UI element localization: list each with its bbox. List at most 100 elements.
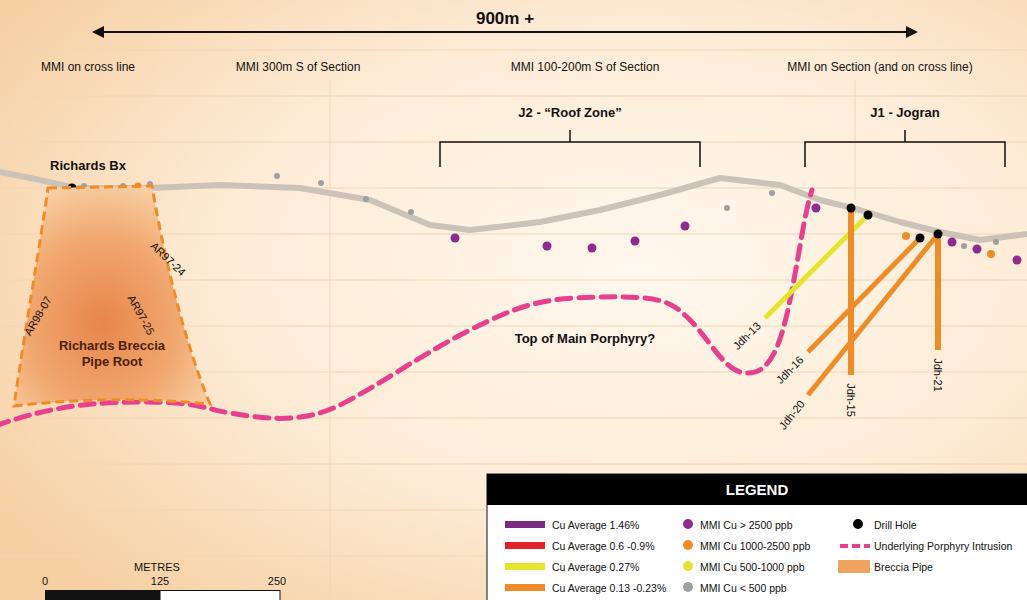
scale-bar: [160, 591, 280, 600]
legend-entry: MMI Cu > 2500 ppb: [0, 517, 1027, 533]
legend-text: MMI Cu > 2500 ppb: [700, 518, 793, 532]
drill-collar: [916, 234, 925, 243]
grid-line: [0, 418, 1027, 419]
mmi-dot: [681, 222, 690, 231]
column-heading: MMI 100-200m S of Section: [511, 61, 660, 75]
legend-swatch: [683, 561, 693, 571]
scale-arrow: [92, 26, 104, 38]
legend-text: Drill Hole: [874, 518, 917, 532]
legend-entry: Cu Average 0.27%: [0, 559, 1027, 575]
legend-line-sample: [838, 539, 872, 553]
legend-text: Breccia Pipe: [874, 560, 933, 574]
mmi-dot: [81, 173, 1022, 265]
zone-label: J2 - “Roof Zone”: [518, 106, 621, 121]
legend-text: Underlying Porphyry Intrusion: [874, 539, 1012, 553]
mmi-dot: [631, 237, 640, 246]
scale-bar: [45, 590, 160, 600]
mmi-dot: [987, 250, 995, 258]
scale-arrow: [906, 26, 918, 38]
legend-entry: Cu Average 0.13 -0.23%: [0, 580, 1027, 596]
mmi-dot: [318, 180, 324, 186]
legend-panel: [487, 474, 1027, 505]
drill-trace: [808, 234, 938, 395]
drill-trace: [848, 212, 854, 375]
drill-collar: [934, 230, 943, 239]
mmi-dot: [588, 244, 597, 253]
legend-panel: [487, 474, 1027, 600]
legend-entry: Cu Average 0.6 -0.9%: [0, 538, 1027, 554]
mmi-dot: [973, 245, 982, 254]
column-heading: MMI on cross line: [41, 61, 135, 75]
zone-bracket: [805, 130, 1005, 167]
legend-entry: Breccia Pipe: [0, 559, 1027, 575]
legend-text: MMI Cu 1000-2500 ppb: [700, 539, 810, 553]
mmi-dot: [948, 238, 957, 247]
grid-line: [0, 50, 1027, 51]
mmi-dot: [812, 204, 821, 213]
column-heading: MMI on Section (and on cross line): [787, 61, 972, 75]
scale-bar: [45, 590, 280, 600]
legend-swatch: [683, 540, 693, 550]
mmi-dot: [724, 205, 730, 211]
legend-swatch: [505, 521, 545, 528]
zone-bracket: [440, 130, 700, 167]
drill-trace: [935, 238, 941, 350]
drill-collar: [864, 211, 873, 220]
mmi-dot: [769, 190, 775, 196]
dimension-label: 900m +: [476, 9, 534, 29]
grid-line: [330, 80, 331, 600]
pipe-outline: [14, 186, 210, 406]
zone-bracket: [440, 130, 1005, 167]
pipe-label: Richards Breccia Pipe Root: [50, 338, 174, 369]
drill-hole-label: Jdh-21: [932, 358, 945, 392]
drill-collar: [68, 184, 943, 243]
legend-swatch: [505, 542, 545, 549]
grid-line: [0, 96, 1027, 97]
mmi-dot: [961, 243, 967, 249]
legend-entry: MMI Cu 1000-2500 ppb: [0, 538, 1027, 554]
column-heading: MMI 300m S of Section: [236, 61, 361, 75]
scale-number: 250: [268, 575, 286, 588]
legend-panel: [487, 474, 1027, 600]
mmi-dot: [902, 232, 910, 240]
mmi-dot: [543, 242, 552, 251]
legend-text: Cu Average 0.13 -0.23%: [552, 581, 666, 595]
grid-line: [0, 464, 1027, 465]
porphyry-label: Top of Main Porphyry?: [515, 332, 656, 347]
legend-entry: Cu Average 1.46%: [0, 517, 1027, 533]
legend-swatch: [683, 519, 693, 529]
zone-label: J1 - Jogran: [870, 106, 939, 121]
legend-swatch: [505, 584, 545, 591]
drill-trace: [808, 238, 920, 352]
breccia-name: Richards Bx: [50, 159, 126, 174]
legend-entry: Drill Hole: [0, 517, 1027, 533]
mmi-dot: [993, 239, 999, 245]
scale-number: 0: [42, 575, 48, 588]
legend-swatch: [505, 563, 545, 570]
grid-line: [855, 80, 856, 200]
scale-number: 125: [151, 575, 169, 588]
mmi-dot: [451, 234, 460, 243]
legend-swatch: [853, 519, 863, 529]
legend-text: MMI Cu 500-1000 ppb: [700, 560, 804, 574]
drill-hole-label: Jdh-15: [845, 383, 858, 417]
legend-text: Cu Average 1.46%: [552, 518, 639, 532]
drill-collar: [847, 204, 856, 213]
legend-entry: MMI Cu 500-1000 ppb: [0, 559, 1027, 575]
legend-text: MMI Cu < 500 ppb: [700, 581, 787, 595]
legend-text: Cu Average 0.6 -0.9%: [552, 539, 655, 553]
legend-entry: MMI Cu < 500 ppb: [0, 580, 1027, 596]
mmi-dot: [274, 173, 280, 179]
scale-unit: METRES: [134, 561, 180, 574]
legend-title: LEGEND: [726, 481, 789, 498]
mmi-dot: [408, 209, 414, 215]
scale-arrow: [100, 31, 910, 33]
legend-swatch: [683, 582, 693, 592]
legend-entry: Underlying Porphyry Intrusion: [0, 538, 1027, 554]
legend-text: Cu Average 0.27%: [552, 560, 639, 574]
mmi-dot: [363, 196, 369, 202]
mmi-dot: [1013, 256, 1022, 265]
legend-line-sample: [840, 544, 870, 548]
legend-swatch: [838, 560, 870, 573]
